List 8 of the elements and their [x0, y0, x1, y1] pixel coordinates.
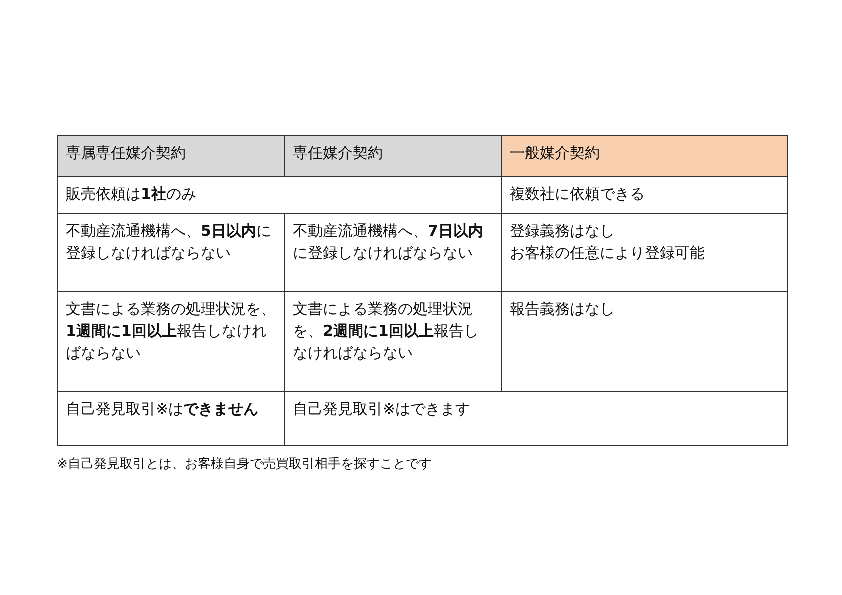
cell-text: お客様の任意により登録可能 — [510, 243, 706, 264]
column-header: 専任媒介契約 — [284, 135, 502, 177]
table-cell: 自己発見取引※はできます — [284, 391, 788, 446]
table-cell: 自己発見取引※はできません — [57, 391, 285, 446]
footnote: ※自己発見取引とは、お客様自身で売買取引相手を探すことです — [57, 456, 432, 473]
column-header: 一般媒介契約 — [501, 135, 788, 177]
cell-text: 登録義務はなし — [510, 221, 616, 242]
column-header: 専属専任媒介契約 — [57, 135, 285, 177]
